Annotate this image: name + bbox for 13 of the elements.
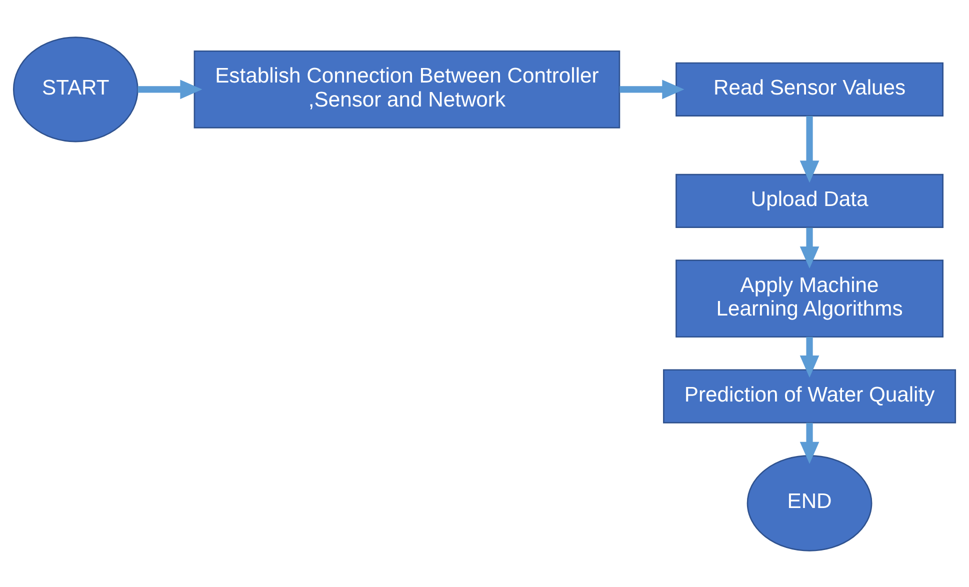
arrow <box>620 79 684 99</box>
arrow <box>800 422 820 464</box>
node-box: Establish Connection Between Controller ,Sensor and Network <box>194 50 620 128</box>
node-ellipse: END <box>746 454 872 551</box>
arrow <box>800 227 820 268</box>
node-ellipse: START <box>12 36 138 142</box>
arrow <box>138 79 202 99</box>
node-box: Read Sensor Values <box>676 62 944 116</box>
node-box: Upload Data <box>676 173 944 228</box>
arrow <box>800 336 820 378</box>
node-box: Prediction of Water Quality <box>663 368 956 423</box>
node-box: Apply Machine Learning Algorithms <box>676 259 944 338</box>
arrow <box>800 115 820 182</box>
